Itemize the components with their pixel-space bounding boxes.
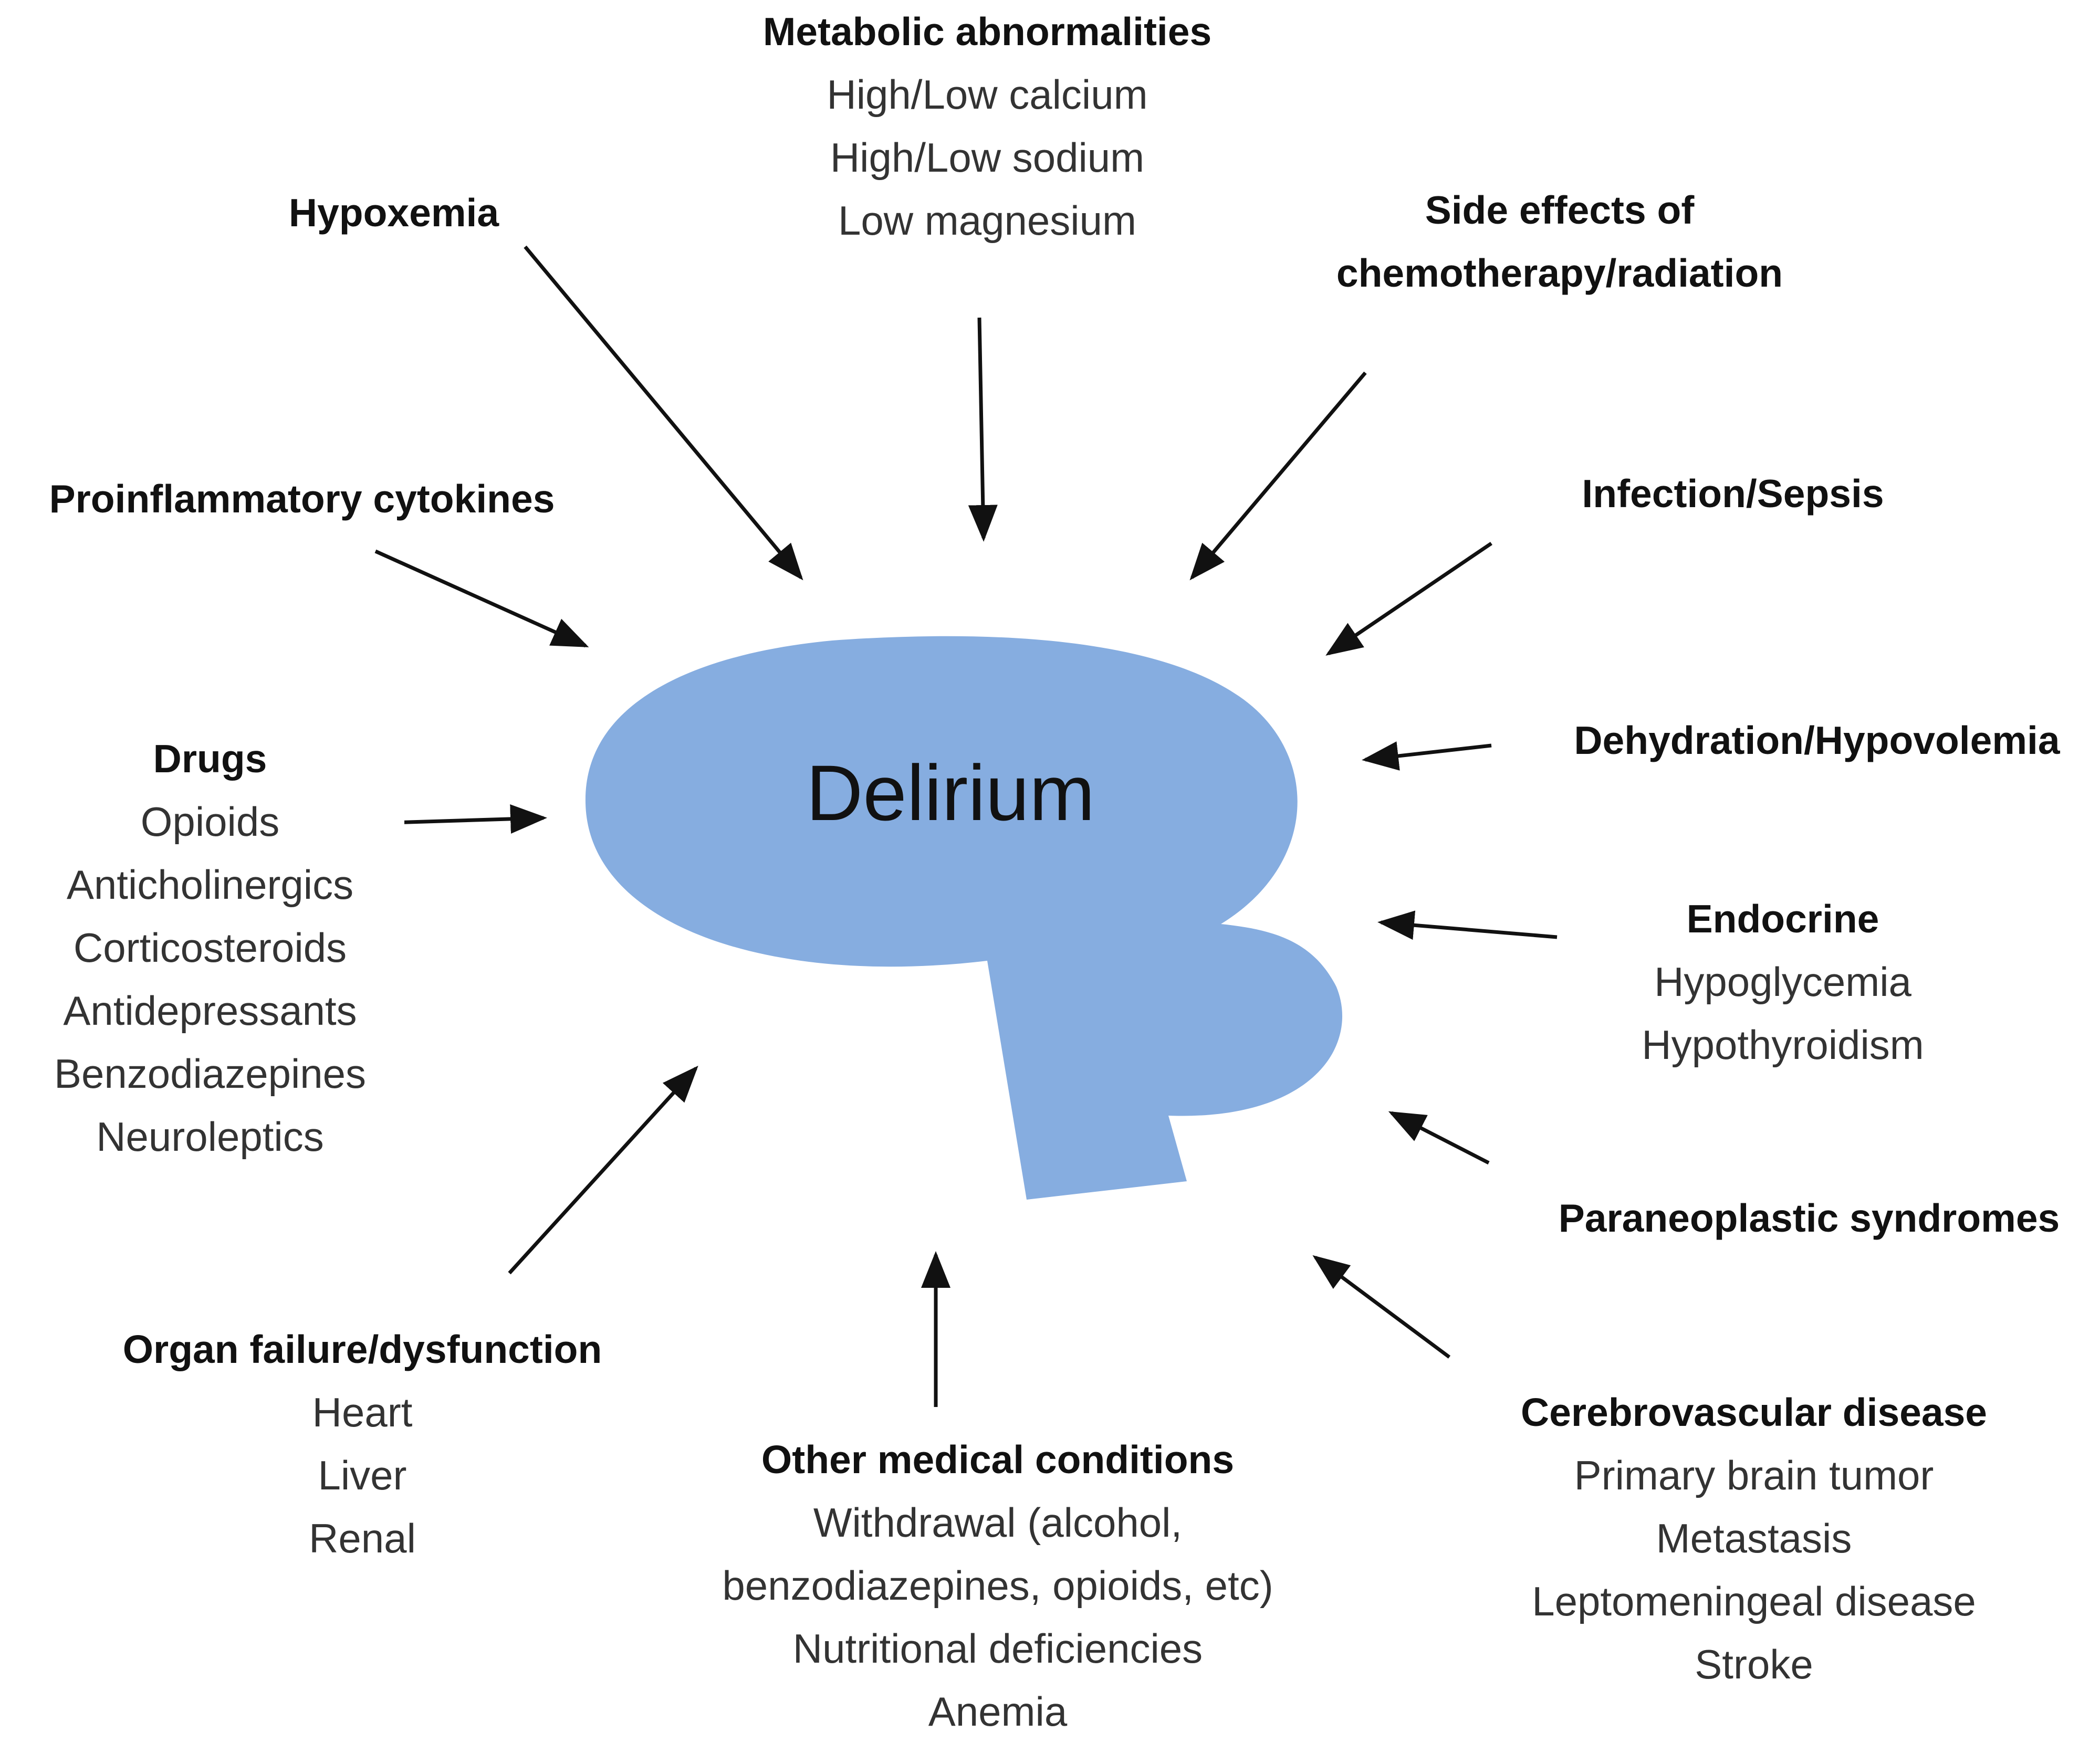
factor-hypoxemia: Hypoxemia [249, 181, 538, 244]
factor-hypoxemia-title: Hypoxemia [288, 191, 499, 235]
factor-organ-failure-item: Liver [318, 1452, 407, 1498]
arrow-organ-failure [508, 1065, 698, 1275]
factor-other-medical-item: Nutritional deficiencies [792, 1625, 1203, 1672]
arrow-metabolic [968, 317, 998, 542]
factor-cerebrovascular-item: Leptomeningeal disease [1532, 1578, 1976, 1624]
factor-proinflammatory: Proinflammatory cytokines [5, 467, 599, 530]
factor-metabolic-item: High/Low calcium [827, 71, 1148, 118]
factor-other-medical-item: Withdrawal (alcohol, [813, 1499, 1183, 1546]
factor-other-medical-title: Other medical conditions [761, 1437, 1235, 1482]
factor-side-effects-title-line: Side effects of [1425, 188, 1695, 232]
factor-drugs-item: Corticosteroids [73, 925, 347, 971]
factor-drugs-item: Antidepressants [63, 988, 357, 1034]
factor-cerebrovascular-item: Stroke [1695, 1641, 1813, 1687]
arrow-drugs [391, 804, 547, 834]
factor-side-effects-title-line: chemotherapy/radiation [1336, 251, 1783, 295]
delirium-node-fill [585, 636, 1343, 1200]
factor-paraneoplastic-title: Paraneoplastic syndromes [1558, 1196, 2060, 1240]
arrow-hypoxemia [524, 245, 803, 581]
arrow-infection [1325, 542, 1492, 656]
factor-infection: Infection/Sepsis [1533, 462, 1932, 525]
factor-endocrine-item: Hypoglycemia [1654, 959, 1911, 1005]
delirium-label: Delirium [806, 749, 1095, 837]
factor-cerebrovascular-item: Metastasis [1656, 1515, 1852, 1561]
factor-drugs: Drugs Opioids Anticholinergics Corticost… [16, 727, 404, 1168]
delirium-shape [585, 636, 1343, 1200]
factor-organ-failure-item: Heart [312, 1389, 413, 1435]
factor-paraneoplastic: Paraneoplastic syndromes [1523, 1186, 2095, 1250]
factor-endocrine-item: Hypothyroidism [1642, 1022, 1924, 1068]
factor-metabolic-title: Metabolic abnormalities [762, 9, 1212, 54]
arrow-cerebrovascular [1312, 1255, 1451, 1359]
factor-metabolic-item: High/Low sodium [830, 134, 1145, 181]
factor-organ-failure: Organ failure/dysfunction Heart Liver Re… [79, 1318, 646, 1570]
factor-endocrine: Endocrine Hypoglycemia Hypothyroidism [1596, 887, 1969, 1076]
factor-dehydration-title: Dehydration/Hypovolemia [1574, 718, 2060, 762]
factor-endocrine-title: Endocrine [1686, 897, 1879, 941]
factor-metabolic-item: Low magnesium [838, 197, 1136, 244]
arrow-side-effects [1189, 371, 1367, 581]
factor-proinflammatory-title: Proinflammatory cytokines [49, 477, 555, 521]
factor-drugs-item: Neuroleptics [96, 1114, 324, 1160]
factor-drugs-item: Opioids [140, 799, 280, 845]
factor-infection-title: Infection/Sepsis [1582, 471, 1884, 516]
factor-cerebrovascular: Cerebrovascular disease Primary brain tu… [1460, 1381, 2048, 1696]
factor-cerebrovascular-title: Cerebrovascular disease [1520, 1390, 1988, 1434]
factor-drugs-item: Anticholinergics [66, 862, 354, 908]
factor-drugs-item: Benzodiazepines [54, 1051, 367, 1097]
arrow-dehydration [1362, 741, 1492, 771]
factor-other-medical-item: benzodiazepines, opioids, etc) [722, 1562, 1273, 1609]
arrow-paraneoplastic [1388, 1111, 1490, 1165]
factor-other-medical: Other medical conditions Withdrawal (alc… [667, 1428, 1329, 1743]
factor-cerebrovascular-item: Primary brain tumor [1574, 1452, 1934, 1498]
factor-dehydration: Dehydration/Hypovolemia [1544, 709, 2090, 772]
arrow-proinflammatory [374, 549, 589, 648]
arrow-endocrine [1377, 910, 1558, 940]
factor-other-medical-item: Anemia [928, 1688, 1068, 1735]
factor-organ-failure-title: Organ failure/dysfunction [122, 1327, 602, 1371]
factor-organ-failure-item: Renal [309, 1515, 416, 1561]
factor-metabolic: Metabolic abnormalities High/Low calcium… [725, 0, 1250, 252]
factor-side-effects: Side effects of chemotherapy/radiation [1263, 178, 1856, 304]
factor-drugs-title: Drugs [153, 737, 267, 781]
